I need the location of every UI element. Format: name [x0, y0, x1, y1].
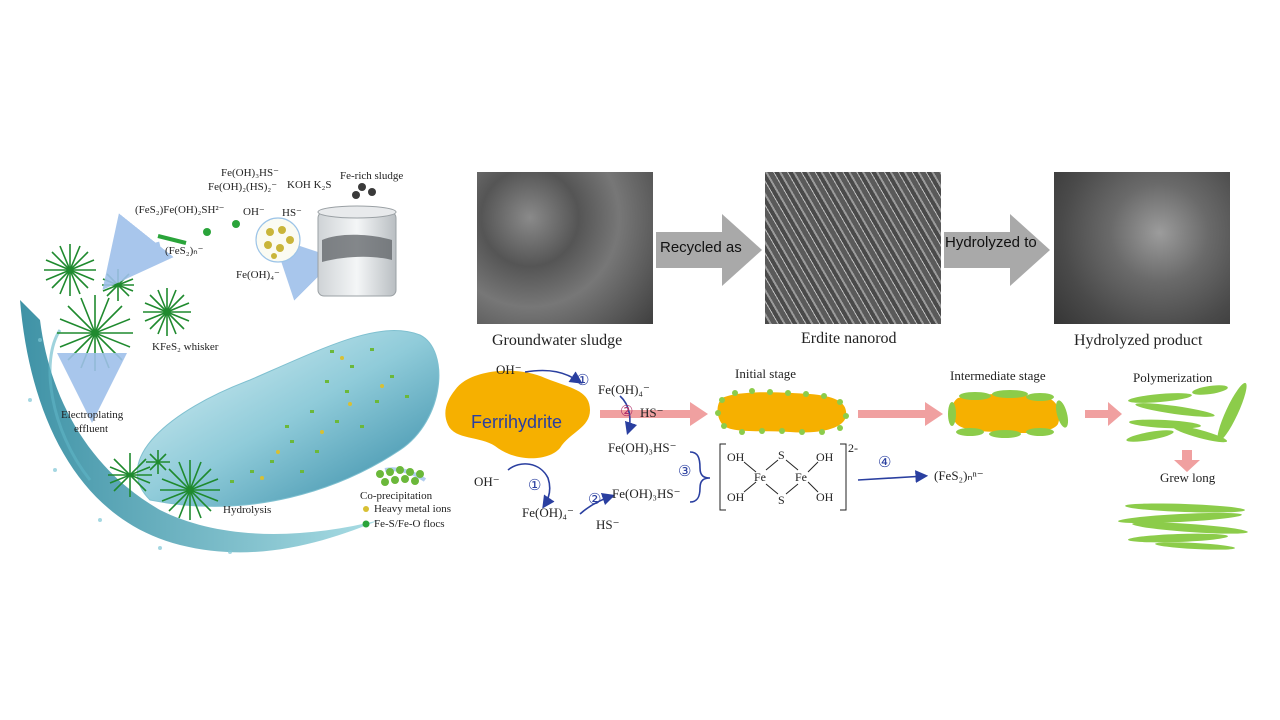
label-species-1: Fe(OH)₃HS⁻: [221, 167, 279, 179]
mech-arrow-oh-bottom: [507, 463, 555, 509]
mech-step2-bottom-product: Fe(OH)₃HS⁻: [612, 486, 681, 501]
mech-step2-top-product: Fe(OH)₃HS⁻: [608, 440, 677, 455]
label-complex: (FeS₂)Fe(OH)₂SH²⁻: [135, 204, 225, 216]
whisker-3: [57, 295, 133, 371]
intermediate-stage-rods: [948, 390, 1069, 438]
whisker-2: [102, 269, 134, 301]
water-splash-dots: [28, 338, 232, 554]
label-grew-long: Grew long: [1160, 470, 1216, 485]
label-intermediate-stage: Intermediate stage: [950, 368, 1046, 383]
mech-step2-bottom-circle: ②: [588, 492, 602, 508]
flow-arrow-to-whiskers: [102, 213, 174, 290]
legend-floc-dot: [362, 520, 370, 528]
polymerization-rods: [1126, 382, 1247, 443]
mech-arrow-oh-top: [524, 369, 583, 384]
legend-heavy-dot: [363, 506, 369, 512]
mech-brace: [689, 451, 711, 503]
pink-arrow-1: [600, 402, 708, 426]
ferrihydrite-label: Ferrihydrite: [471, 412, 563, 432]
mech-step1-bottom-product: Fe(OH)₄⁻: [522, 505, 574, 520]
label-hs: HS⁻: [282, 207, 302, 219]
label-coprecip: Co-precipitation: [360, 490, 433, 502]
mech-step2-top-circle: ②: [620, 404, 634, 420]
dimer-oh-tr: OH: [816, 450, 834, 464]
sem-hydrolyzed-product: [1054, 172, 1230, 324]
whisker-4: [143, 288, 191, 336]
label-polymerization: Polymerization: [1133, 370, 1213, 385]
droplet-flocs: [230, 348, 409, 483]
legend-flocs: Fe-S/Fe-O flocs: [374, 518, 445, 530]
label-hydrolysis: Hydrolysis: [223, 504, 272, 516]
mech-arrow-feoh4-to-hs: [619, 395, 638, 436]
droplet-heavy-metals: [260, 356, 384, 480]
legend-heavy-metal: Heavy metal ions: [374, 503, 451, 515]
pink-arrow-down: [1174, 450, 1200, 472]
mech-step1-top-product: Fe(OH)₄⁻: [598, 382, 650, 397]
dimer-oh-bl: OH: [727, 490, 745, 504]
mech-step2-top-hs: HS⁻: [640, 405, 664, 420]
dimer-fe-left: Fe: [754, 470, 766, 484]
long-rods: [1118, 503, 1248, 550]
hydrolyzed-arrow-label: Hydrolyzed to: [945, 234, 1037, 251]
initial-stage-blob: [717, 392, 847, 433]
intermediate-stage-blob: [951, 394, 1060, 434]
caption-groundwater-sludge: Groundwater sludge: [492, 332, 623, 349]
label-reagents: KOH K₂S: [287, 179, 332, 191]
whisker-6: [160, 460, 220, 520]
mech-oh-bottom: OH⁻: [474, 474, 500, 489]
water-wave: [20, 300, 380, 553]
label-species-2: Fe(OH)₂(HS)₂⁻: [208, 181, 278, 193]
mech-arrow-bottom-step2: [579, 492, 616, 515]
water-droplet: [136, 330, 440, 507]
mech-arrow-step4: [857, 470, 929, 483]
initial-stage-dots: [715, 388, 849, 435]
sem-erdite-nanorod: [765, 172, 941, 324]
mech-step2-bottom-hs: HS⁻: [596, 517, 620, 532]
dimer-s-bottom: S: [778, 493, 785, 507]
mech-step1-bottom-circle: ①: [528, 478, 542, 494]
ion-cluster: [255, 217, 301, 263]
mech-final-product: (FeS₂)ₙⁿ⁻: [934, 468, 984, 483]
label-effluent-1: Electroplating: [61, 409, 124, 421]
recycled-arrow-label: Recycled as: [660, 239, 742, 256]
dimer-structure: [719, 443, 847, 511]
label-feoh4: Fe(OH)₄⁻: [236, 269, 280, 281]
label-effluent-2: effluent: [74, 423, 109, 435]
dimer-charge: 2-: [848, 441, 858, 455]
pink-arrow-2: [858, 402, 943, 426]
flow-arrow-beaker: [273, 237, 337, 301]
hydrolyzed-arrow: [944, 214, 1050, 286]
dimer-oh-br: OH: [816, 490, 834, 504]
whisker-7: [146, 450, 170, 474]
dimer-s-top: S: [778, 448, 785, 462]
dimer-fe-right: Fe: [795, 470, 807, 484]
mech-step3-circle: ③: [678, 464, 692, 480]
mech-oh-top: OH⁻: [496, 362, 522, 377]
caption-erdite-nanorod: Erdite nanorod: [801, 330, 897, 347]
ferrihydrite-blob: [445, 370, 590, 459]
label-fes2-chain: (FeS₂)ₙ⁻: [165, 245, 204, 257]
label-sludge: Fe-rich sludge: [340, 170, 404, 182]
coprecip-cluster: [376, 466, 424, 486]
caption-hydrolyzed-product: Hydrolyzed product: [1074, 332, 1203, 349]
mech-step4-circle: ④: [878, 455, 892, 471]
sem-groundwater-sludge: [477, 172, 653, 324]
label-initial-stage: Initial stage: [735, 366, 797, 381]
mech-step1-top-circle: ①: [576, 373, 590, 389]
whisker-1: [44, 244, 96, 296]
label-whisker: KFeS₂ whisker: [152, 341, 219, 353]
pink-arrow-3: [1085, 402, 1122, 426]
dimer-oh-tl: OH: [727, 450, 745, 464]
recycled-arrow: [656, 214, 762, 286]
label-oh: OH⁻: [243, 206, 265, 218]
whisker-5: [108, 453, 152, 497]
